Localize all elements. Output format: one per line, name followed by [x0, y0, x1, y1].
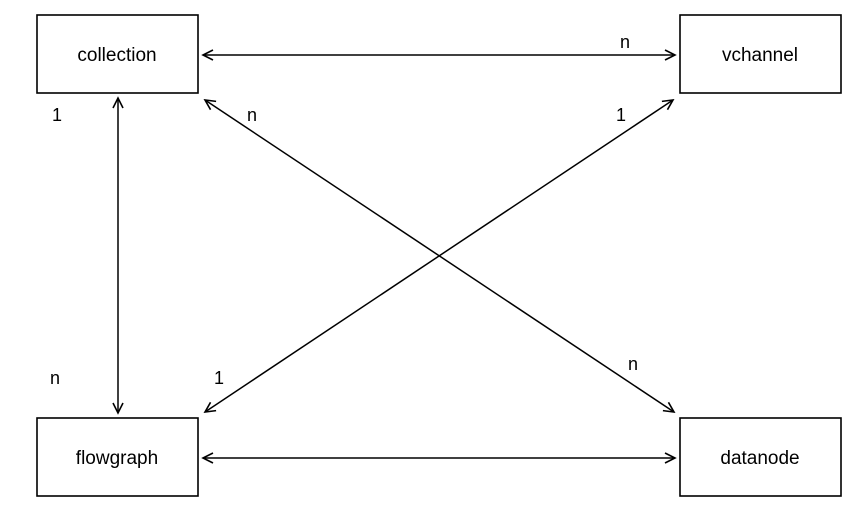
node-datanode-box: [679, 417, 842, 497]
node-collection-label: collection: [77, 45, 156, 66]
node-flowgraph-label: flowgraph: [76, 448, 158, 469]
edges-layer: [112, 49, 677, 464]
edge-label-vchannel-flowgraph-1-src: 1: [616, 105, 626, 125]
edge-vchannel-flowgraph: [203, 99, 675, 413]
nodes-layer: collection vchannel flowgraph datanode: [36, 14, 842, 497]
node-vchannel: vchannel: [679, 14, 842, 94]
node-vchannel-label: vchannel: [722, 45, 798, 66]
edge-labels-layer: n 1 n n n 1 1: [50, 32, 638, 388]
node-collection-box: [36, 14, 199, 94]
node-datanode-label: datanode: [720, 448, 799, 469]
node-datanode: datanode: [679, 417, 842, 497]
node-vchannel-box: [679, 14, 842, 94]
edge-label-collection-datanode-n-dst: n: [628, 354, 638, 374]
edge-label-collection-flowgraph-1: 1: [52, 105, 62, 125]
edge-label-collection-flowgraph-n: n: [50, 368, 60, 388]
node-flowgraph-box: [36, 417, 199, 497]
edge-label-vchannel-flowgraph-1-dst: 1: [214, 368, 224, 388]
edge-label-collection-datanode-n-src: n: [247, 105, 257, 125]
node-flowgraph: flowgraph: [36, 417, 199, 497]
edge-label-collection-vchannel-n: n: [620, 32, 630, 52]
node-collection: collection: [36, 14, 199, 94]
